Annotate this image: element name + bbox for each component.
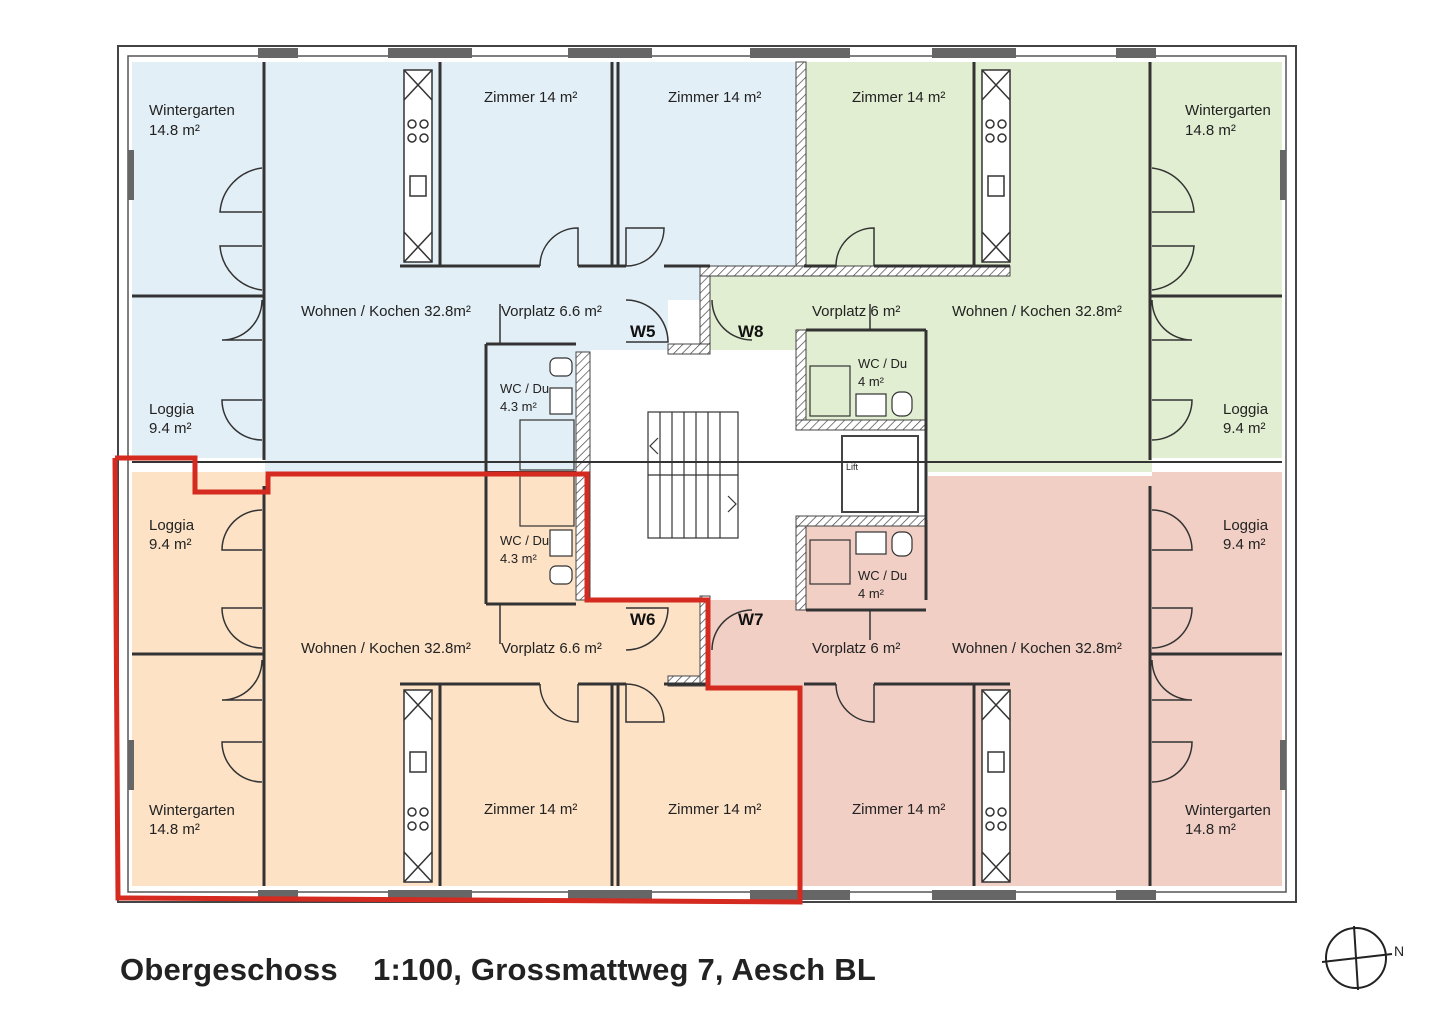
room-area-loggia-ne: 9.4 m² [1223,420,1266,437]
doors [219,167,1195,783]
room-label-vorplatz-sw: Vorplatz 6.6 m² [501,640,602,657]
room-label-zimmer-s1: Zimmer 14 m² [484,801,577,818]
unit-label-w6: W6 [630,610,656,629]
room-label-vorplatz-se: Vorplatz 6 m² [812,640,900,657]
room-label-wintergarten-se: Wintergarten [1185,802,1271,819]
walls [132,62,1282,886]
sanitary-fixtures [519,357,913,585]
room-label-wohnen-nw: Wohnen / Kochen 32.8m² [301,303,471,320]
room-label-zimmer-n1: Zimmer 14 m² [484,89,577,106]
room-label-wohnen-sw: Wohnen / Kochen 32.8m² [301,640,471,657]
unit-fills [132,62,1282,886]
room-area-wc-ne: 4 m² [858,374,885,389]
room-area-wintergarten-se: 14.8 m² [1185,821,1236,838]
unit-labels: W5 W8 W6 W7 [630,322,764,629]
unit-se-fill [708,472,1282,886]
room-area-wintergarten-ne: 14.8 m² [1185,122,1236,139]
stair-core [590,352,800,600]
room-area-loggia-se: 9.4 m² [1223,536,1266,553]
room-area-wc-nw: 4.3 m² [500,399,538,414]
kitchens [403,69,1011,883]
room-label-zimmer-n2: Zimmer 14 m² [668,89,761,106]
room-label-wc-nw: WC / Du [500,381,549,396]
windows [128,48,1286,900]
room-area-wintergarten-nw: 14.8 m² [149,122,200,139]
plan-caption: Obergeschoss 1:100, Grossmattweg 7, Aesc… [120,952,876,987]
room-label-wohnen-se: Wohnen / Kochen 32.8m² [952,640,1122,657]
north-label: N [1394,943,1404,959]
room-label-wc-sw: WC / Du [500,533,549,548]
room-label-zimmer-s2: Zimmer 14 m² [668,801,761,818]
room-area-loggia-nw: 9.4 m² [149,420,192,437]
room-label-loggia-ne: Loggia [1223,401,1269,418]
building-inner-outline [127,55,1287,893]
room-label-zimmer-s3: Zimmer 14 m² [852,801,945,818]
lift-shaft [841,435,919,513]
room-label-loggia-sw: Loggia [149,517,195,534]
room-label-wintergarten-sw: Wintergarten [149,802,235,819]
room-label-wc-ne: WC / Du [858,356,907,371]
room-label-wc-se: WC / Du [858,568,907,583]
unit-label-w7: W7 [738,610,764,629]
unit-sw-fill [132,472,800,886]
room-labels: Wintergarten 14.8 m² Loggia 9.4 m² Loggi… [149,89,1271,838]
room-area-wc-sw: 4.3 m² [500,551,538,566]
room-label-loggia-nw: Loggia [149,401,195,418]
room-area-loggia-sw: 9.4 m² [149,536,192,553]
room-label-loggia-se: Loggia [1223,517,1269,534]
room-area-wc-se: 4 m² [858,586,885,601]
room-label-zimmer-n3: Zimmer 14 m² [852,89,945,106]
north-arrow-icon: N [1322,925,1404,991]
room-label-vorplatz-nw: Vorplatz 6.6 m² [501,303,602,320]
unit-label-w8: W8 [738,322,764,341]
room-label-wintergarten-ne: Wintergarten [1185,102,1271,119]
lift-label: Lift [846,462,859,472]
room-label-wintergarten-nw: Wintergarten [149,102,235,119]
room-label-wohnen-ne: Wohnen / Kochen 32.8m² [952,303,1122,320]
unit-label-w5: W5 [630,322,656,341]
room-area-wintergarten-sw: 14.8 m² [149,821,200,838]
room-label-vorplatz-ne: Vorplatz 6 m² [812,303,900,320]
staircase [647,411,739,539]
highlight-outline-w6 [112,455,803,905]
